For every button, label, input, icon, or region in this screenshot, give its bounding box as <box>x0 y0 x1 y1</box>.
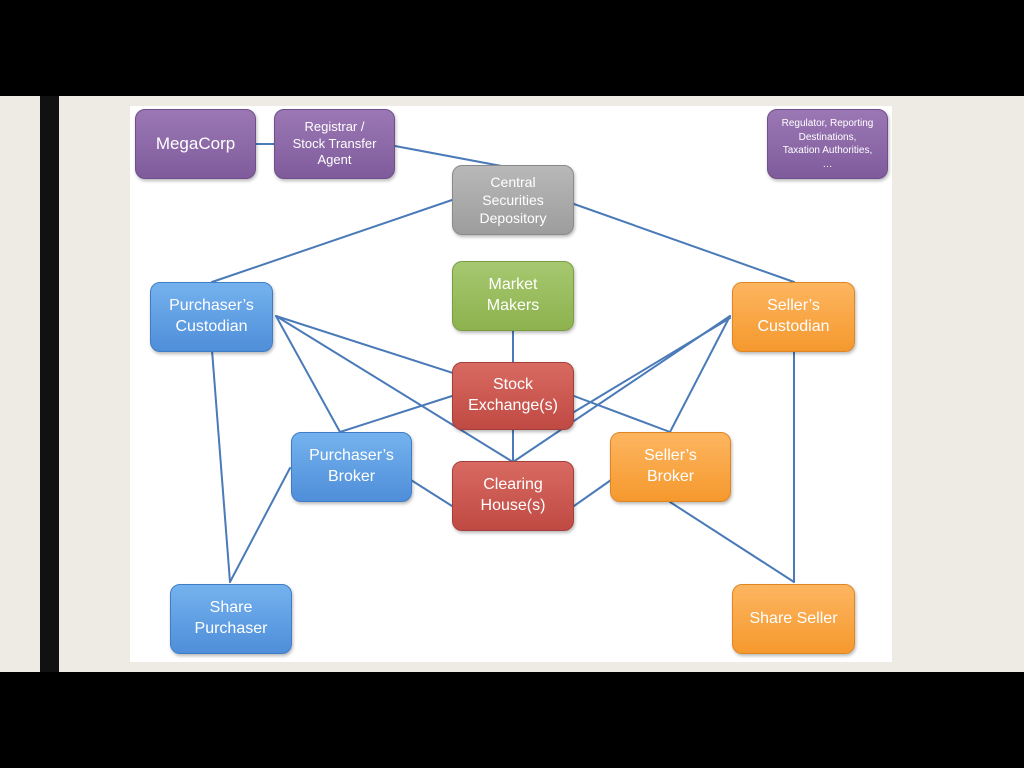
slide-accent-bar <box>40 96 59 672</box>
node-csd-label-1: Central <box>490 173 536 190</box>
node-registrar-label-3: Agent <box>317 152 352 168</box>
node-share-purchaser-label-1: Share <box>209 599 253 617</box>
line-purchasers-broker-clearing-house <box>410 479 453 507</box>
node-market-makers[interactable]: Market Makers <box>452 261 574 331</box>
node-sellers-custodian-label-1: Seller’s <box>767 297 820 315</box>
node-share-purchaser-label-2: Purchaser <box>194 620 268 637</box>
node-regulator-label-2: Destinations, <box>798 131 857 143</box>
node-registrar-label-1: Registrar / <box>304 118 365 134</box>
node-registrar-label-2: Stock Transfer <box>292 135 377 151</box>
node-megacorp[interactable]: MegaCorp <box>135 109 256 179</box>
node-purchasers-custodian[interactable]: Purchaser’s Custodian <box>150 282 273 352</box>
node-regulator-label-4: … <box>822 158 833 170</box>
node-purchasers-broker-label-1: Purchaser’s <box>309 447 394 465</box>
node-regulator[interactable]: Regulator, Reporting Destinations, Taxat… <box>767 109 888 179</box>
node-stock-exchange-label-2: Exchange(s) <box>468 397 558 414</box>
node-csd-label-2: Securities <box>482 191 544 208</box>
line-stock-exchange-sellers-broker <box>573 395 671 433</box>
node-clearing-house-label-1: Clearing <box>483 476 543 494</box>
line-purchasers-broker-share-purchaser <box>229 467 291 583</box>
node-sellers-custodian-label-2: Custodian <box>757 318 830 335</box>
node-regulator-label-3: Taxation Authorities, <box>782 145 873 156</box>
node-clearing-house-label-2: House(s) <box>480 497 546 514</box>
node-purchasers-broker-label-2: Broker <box>327 468 376 485</box>
connector-lines <box>211 143 795 583</box>
node-sellers-broker-label-2: Broker <box>646 468 695 485</box>
node-registrar[interactable]: Registrar / Stock Transfer Agent <box>274 109 395 179</box>
node-purchasers-broker[interactable]: Purchaser’s Broker <box>291 432 412 502</box>
line-registrar-csd <box>394 145 513 169</box>
letterbox-top <box>0 0 1024 96</box>
node-stock-exchange[interactable]: Stock Exchange(s) <box>452 362 574 430</box>
node-market-makers-label-1: Market <box>488 276 538 294</box>
line-sellers-broker-clearing-house <box>573 479 612 507</box>
node-share-purchaser[interactable]: Share Purchaser <box>170 584 292 654</box>
node-share-seller[interactable]: Share Seller <box>732 584 855 654</box>
node-stock-exchange-label-1: Stock <box>492 376 533 394</box>
line-csd-sellers-custodian <box>573 203 795 283</box>
line-stock-exchange-purchasers-broker <box>339 395 453 433</box>
node-sellers-broker-label-1: Seller’s <box>644 447 697 465</box>
node-central-securities-depository[interactable]: Central Securities Depository <box>452 165 574 235</box>
node-clearing-house[interactable]: Clearing House(s) <box>452 461 574 531</box>
line-sellers-custodian-sellers-broker <box>669 315 731 433</box>
slide: MegaCorp Registrar / Stock Transfer Agen… <box>0 96 1024 672</box>
letterbox-bottom <box>0 672 1024 768</box>
line-sellers-custodian-stock-exchange <box>573 317 731 413</box>
node-sellers-custodian[interactable]: Seller’s Custodian <box>732 282 855 352</box>
line-purchasers-custodian-share-purchaser <box>211 349 231 583</box>
line-purchasers-custodian-purchasers-broker <box>275 315 341 433</box>
node-regulator-label-1: Regulator, Reporting <box>781 118 874 129</box>
line-sellers-broker-share-seller <box>669 501 795 583</box>
node-csd-label-3: Depository <box>479 210 547 227</box>
line-purchasers-custodian-clearing-house <box>275 315 514 463</box>
node-sellers-broker[interactable]: Seller’s Broker <box>610 432 731 502</box>
node-purchasers-custodian-label-2: Custodian <box>175 318 248 335</box>
market-structure-diagram: MegaCorp Registrar / Stock Transfer Agen… <box>130 106 892 662</box>
line-csd-purchasers-custodian <box>211 199 453 283</box>
node-market-makers-label-2: Makers <box>486 297 540 314</box>
node-purchasers-custodian-label-1: Purchaser’s <box>169 297 254 315</box>
node-megacorp-label: MegaCorp <box>155 133 236 153</box>
node-share-seller-label: Share Seller <box>749 609 838 627</box>
